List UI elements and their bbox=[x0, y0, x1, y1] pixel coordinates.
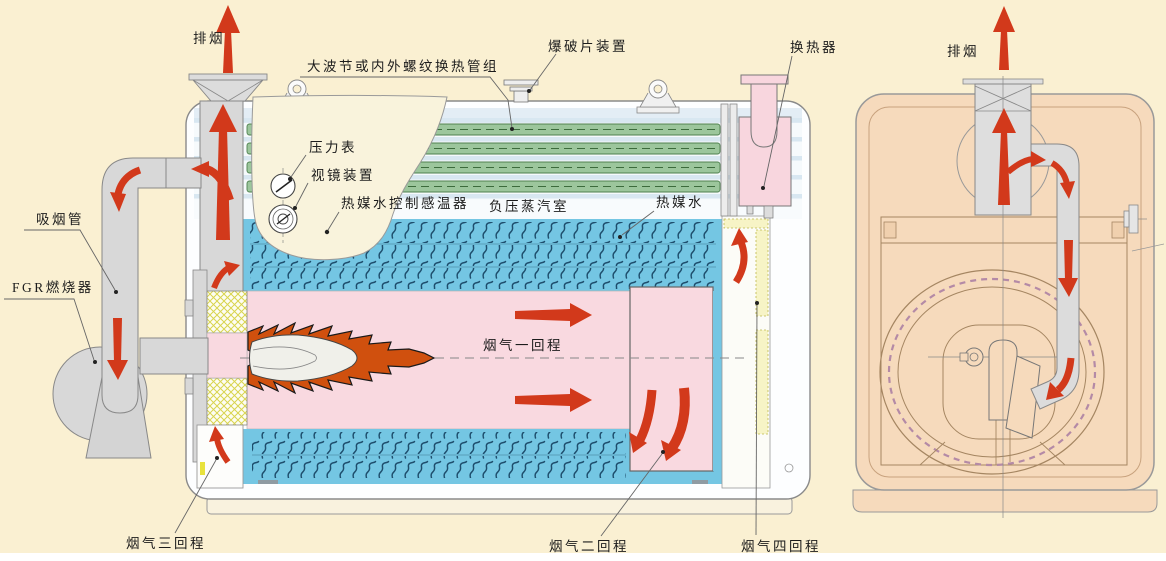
outlet-flange bbox=[740, 74, 789, 85]
exhaust-up-arrow bbox=[216, 5, 240, 73]
pipe-down-arrow bbox=[107, 318, 128, 380]
lifting-lug bbox=[636, 79, 680, 114]
rear-tube-sheet bbox=[720, 103, 738, 217]
leader-flue-pass-2 bbox=[600, 453, 663, 537]
fgr-branch-arrowhead bbox=[191, 161, 209, 177]
flame bbox=[247, 321, 436, 395]
furnace-flow-arrow bbox=[515, 388, 592, 412]
insulation-strip bbox=[755, 329, 769, 435]
rear-water-strip bbox=[713, 291, 722, 471]
label-sight-glass: 视镜装置 bbox=[311, 168, 375, 183]
front-insulation bbox=[206, 377, 248, 426]
label-exhaust-right: 排烟 bbox=[947, 44, 979, 59]
label-flue-pass-3: 烟气三回程 bbox=[126, 536, 206, 551]
coil-tube-row bbox=[252, 432, 626, 454]
label-heat-exchanger: 换热器 bbox=[790, 40, 838, 55]
leader-hot-water bbox=[621, 210, 655, 236]
label-smoke-pipe: 吸烟管 bbox=[36, 212, 84, 227]
end-view-flow-arrows bbox=[992, 6, 1078, 400]
label-fgr-burner: FGR燃烧器 bbox=[12, 279, 94, 295]
leader-pressure-gauge bbox=[290, 154, 307, 178]
fgr-branch-arrow bbox=[205, 165, 234, 202]
heat-exchanger-pipe bbox=[750, 83, 778, 148]
reversal-down-arrow bbox=[667, 387, 690, 451]
coil-tube-row bbox=[250, 268, 716, 289]
end-view-base bbox=[852, 489, 1158, 513]
labels: 排烟 大波节或内外螺纹换热管组 爆破片装置 换热器 排烟 吸烟管 FGR燃烧器 … bbox=[4, 31, 979, 554]
elbow-down-arrow bbox=[114, 166, 142, 195]
reversal-down-arrow bbox=[635, 389, 657, 443]
leader-sight-glass bbox=[295, 182, 309, 207]
burner-duct bbox=[139, 337, 209, 375]
burner-throat bbox=[206, 332, 248, 379]
front-insulation bbox=[206, 290, 248, 334]
leader-temp-sensor bbox=[327, 211, 340, 231]
door-handle bbox=[1123, 204, 1147, 234]
flue-gas-flow-arrows bbox=[107, 5, 748, 464]
insulation-strip bbox=[723, 218, 769, 229]
leader-heat-exchanger bbox=[763, 55, 793, 187]
label-temp-sensor: 热媒水控制感温器 bbox=[341, 195, 469, 211]
furnace-flow-arrow bbox=[515, 303, 592, 327]
sight-glass-port bbox=[268, 204, 298, 234]
exhaust-up-arrow bbox=[993, 6, 1015, 70]
flame-inner bbox=[249, 334, 358, 382]
end-view bbox=[852, 6, 1165, 518]
label-exhaust-left: 排烟 bbox=[193, 31, 225, 46]
leader-flue-pass-3 bbox=[174, 459, 217, 534]
chimney-left bbox=[188, 73, 268, 102]
bottom-margin bbox=[0, 553, 1166, 561]
main-side-view bbox=[52, 5, 811, 515]
water-stripes bbox=[194, 118, 802, 199]
label-rupture-disc: 爆破片装置 bbox=[548, 39, 628, 54]
leader-fgr-burner bbox=[4, 298, 95, 361]
leader-rupture-disc bbox=[529, 53, 557, 91]
leader-flue-pass-4 bbox=[755, 303, 758, 536]
label-hot-water: 热媒水 bbox=[656, 195, 704, 210]
rear-up-arrow bbox=[733, 240, 748, 284]
leader-smoke-pipe bbox=[24, 229, 116, 291]
coil-ring bbox=[887, 277, 1097, 467]
label-flue-pass-4: 烟气四回程 bbox=[741, 539, 821, 554]
burner-cone-end bbox=[1005, 355, 1041, 439]
coil-tube-row bbox=[252, 456, 626, 478]
cutaway-detail bbox=[251, 95, 448, 261]
drain-port bbox=[784, 463, 794, 473]
label-pressure-gauge: 压力表 bbox=[309, 140, 357, 155]
end-view-frame bbox=[880, 216, 1128, 466]
rupture-disc-fitting bbox=[503, 79, 539, 103]
leader-tube-group bbox=[300, 76, 513, 129]
label-steam-chamber: 负压蒸汽室 bbox=[489, 198, 569, 214]
heat-exchanger-unit bbox=[738, 74, 792, 219]
label-flue-pass-2: 烟气二回程 bbox=[549, 539, 629, 554]
label-flue-pass-1: 烟气一回程 bbox=[483, 338, 563, 353]
insulation-strip bbox=[755, 229, 769, 317]
label-tube-group: 大波节或内外螺纹换热管组 bbox=[307, 59, 499, 74]
